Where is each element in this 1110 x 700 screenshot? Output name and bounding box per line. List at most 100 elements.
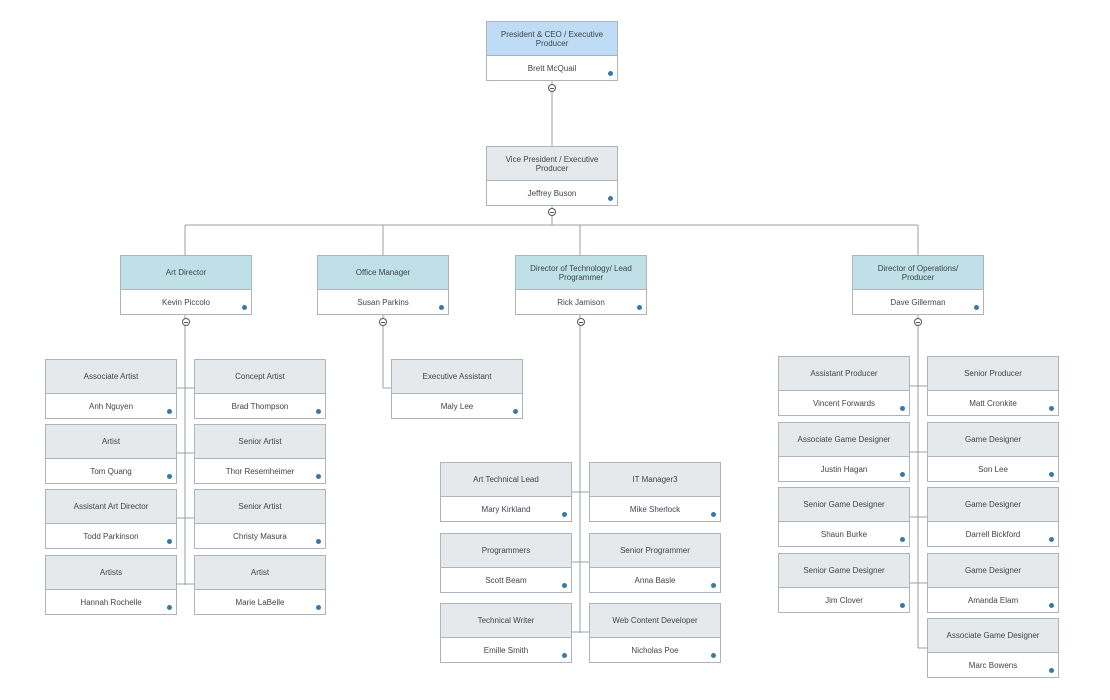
info-icon[interactable]: [711, 512, 716, 517]
info-icon[interactable]: [513, 409, 518, 414]
info-icon[interactable]: [316, 539, 321, 544]
collapse-toggle-icon[interactable]: [577, 318, 585, 326]
node-person-name: Hannah Rochelle: [80, 597, 142, 607]
info-icon[interactable]: [439, 305, 444, 310]
node-title: Director of Operations/ Producer: [853, 256, 983, 290]
node-title: Associate Artist: [46, 360, 176, 394]
info-icon[interactable]: [167, 605, 172, 610]
info-icon[interactable]: [974, 305, 979, 310]
node-title: Assistant Art Director: [46, 490, 176, 524]
collapse-toggle-icon[interactable]: [548, 84, 556, 92]
collapse-toggle-icon[interactable]: [379, 318, 387, 326]
info-icon[interactable]: [316, 409, 321, 414]
node-person-name: Matt Cronkite: [969, 398, 1017, 408]
node-person-name: Kevin Piccolo: [161, 297, 211, 307]
collapse-toggle-icon[interactable]: [914, 318, 922, 326]
node-person-name: Justin Hagan: [820, 464, 868, 474]
info-icon[interactable]: [608, 196, 613, 201]
info-icon[interactable]: [1049, 603, 1054, 608]
node-title: Senior Game Designer: [779, 488, 909, 522]
info-icon[interactable]: [637, 305, 642, 310]
info-icon[interactable]: [167, 474, 172, 479]
node-person-name: Brett McQuail: [527, 63, 577, 73]
node-title: Senior Producer: [928, 357, 1058, 391]
node-title: Associate Game Designer: [928, 619, 1058, 653]
info-icon[interactable]: [316, 605, 321, 610]
node-title: Artist: [195, 556, 325, 590]
info-icon[interactable]: [562, 512, 567, 517]
info-icon[interactable]: [167, 409, 172, 414]
node-title: Associate Game Designer: [779, 423, 909, 457]
collapse-toggle-icon[interactable]: [548, 208, 556, 216]
node-title: Artist: [46, 425, 176, 459]
node-title: Programmers: [441, 534, 571, 568]
info-icon[interactable]: [1049, 406, 1054, 411]
node-person-name: Emille Smith: [483, 645, 529, 655]
info-icon[interactable]: [900, 603, 905, 608]
info-icon[interactable]: [711, 583, 716, 588]
node-person-name: Tom Quang: [90, 466, 132, 476]
node-person-name: Todd Parkinson: [83, 531, 139, 541]
node-title: Web Content Developer: [590, 604, 720, 638]
info-icon[interactable]: [900, 537, 905, 542]
info-icon[interactable]: [608, 71, 613, 76]
info-icon[interactable]: [711, 653, 716, 658]
node-title: Art Technical Lead: [441, 463, 571, 497]
node-title: Executive Assistant: [392, 360, 522, 394]
info-icon[interactable]: [1049, 537, 1054, 542]
info-icon[interactable]: [242, 305, 247, 310]
node-title: Director of Technology/ Lead Programmer: [516, 256, 646, 290]
info-icon[interactable]: [900, 406, 905, 411]
node-person-name: Nicholas Poe: [631, 645, 679, 655]
node-person-name: Marc Bowens: [968, 660, 1018, 670]
info-icon[interactable]: [1049, 472, 1054, 477]
collapse-toggle-icon[interactable]: [182, 318, 190, 326]
info-icon[interactable]: [562, 583, 567, 588]
node-person-name: Mary Kirkland: [481, 504, 531, 514]
info-icon[interactable]: [562, 653, 567, 658]
node-title: Technical Writer: [441, 604, 571, 638]
node-person-name: Thor Resemheimer: [225, 466, 295, 476]
node-title: Game Designer: [928, 554, 1058, 588]
node-title: Art Director: [121, 256, 251, 290]
node-person-name: Scott Beam: [485, 575, 527, 585]
node-person-name: Vincent Forwards: [812, 398, 876, 408]
info-icon[interactable]: [900, 472, 905, 477]
node-title: Vice President / Executive Producer: [487, 147, 617, 181]
node-person-name: Dave Gillerman: [890, 297, 946, 307]
info-icon[interactable]: [167, 539, 172, 544]
info-icon[interactable]: [316, 474, 321, 479]
node-title: Senior Artist: [195, 490, 325, 524]
info-icon[interactable]: [1049, 668, 1054, 673]
